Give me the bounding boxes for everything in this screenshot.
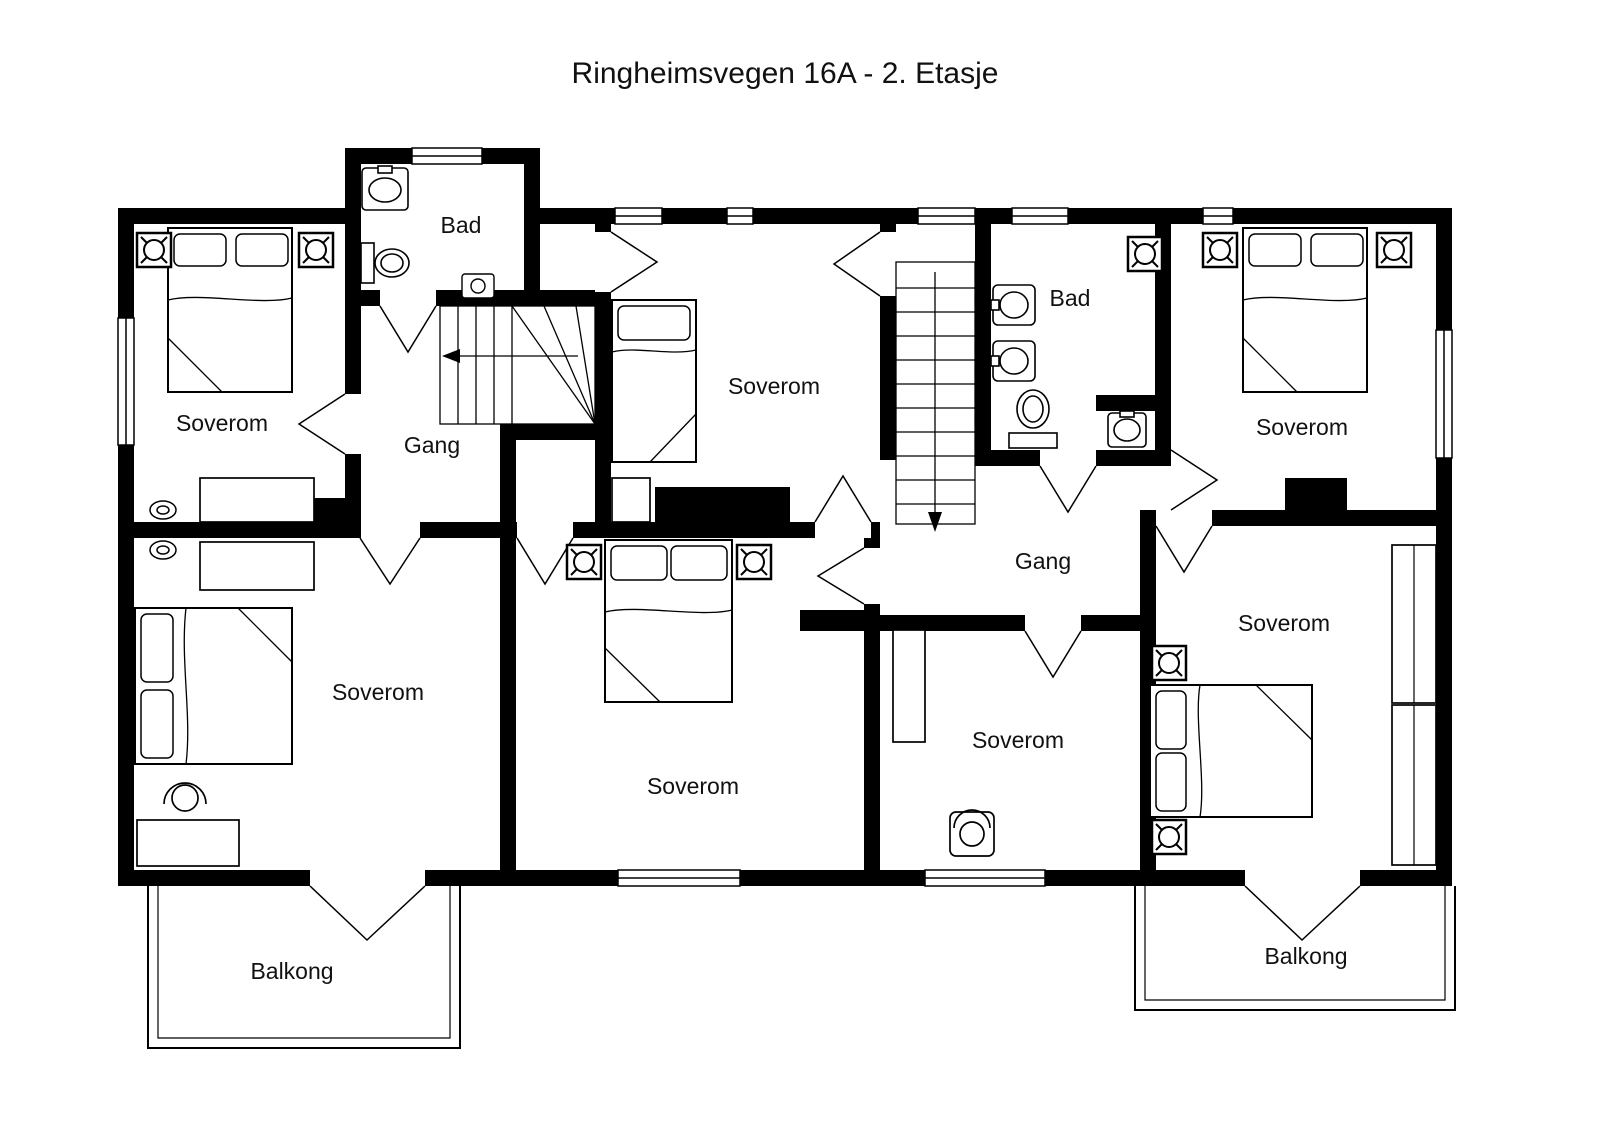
door-swing-icon [359, 537, 421, 586]
spotlight-icon [1126, 235, 1164, 273]
door-openings [310, 232, 1360, 886]
room-label-soverom-top-center: Soverom [728, 373, 820, 399]
desk-icon [136, 819, 240, 867]
chair-icon [949, 809, 995, 857]
wall-lamp-icon [149, 500, 177, 560]
window-icon [614, 207, 663, 225]
window-icon [1435, 329, 1453, 459]
toilet-icon [360, 242, 410, 284]
window-icon [1011, 207, 1069, 225]
walls [118, 148, 1452, 886]
room-label-soverom-top-left: Soverom [176, 410, 268, 436]
door-swing-icon [1155, 525, 1213, 574]
room-label-soverom-bottom-right: Soverom [1238, 610, 1330, 636]
sink-icon [990, 340, 1036, 382]
window-icon [917, 207, 976, 225]
door-swing-icon [1244, 885, 1361, 942]
stairs-icon [439, 305, 596, 425]
spotlight-icon [1201, 231, 1239, 269]
furniture [134, 165, 1437, 867]
sink-icon [1107, 410, 1147, 448]
room-label-balkong-right: Balkong [1264, 943, 1347, 969]
spotlight-icon [297, 231, 335, 269]
door-swing-icon [1024, 630, 1082, 679]
door-swing-icon [379, 305, 437, 354]
room-label-soverom-bottom-mid: Soverom [972, 727, 1064, 753]
room-label-soverom-bottom-center: Soverom [647, 773, 739, 799]
window-icon [411, 147, 483, 165]
door-swing-icon [832, 231, 881, 297]
doors [297, 231, 1361, 942]
window-icon [617, 869, 741, 887]
door-swing-icon [816, 547, 865, 605]
room-labels: Bad Soverom Gang Soverom Bad Soverom Gan… [176, 212, 1348, 984]
sink-icon [361, 165, 409, 211]
bed-icon [1242, 227, 1368, 393]
spotlight-icon [565, 543, 603, 581]
balcony-outline-left [147, 886, 461, 1049]
window-icon [726, 207, 754, 225]
window-icon [924, 869, 1046, 887]
windows [117, 147, 1453, 887]
door-swing-icon [610, 231, 659, 293]
spotlight-icon [1150, 644, 1188, 682]
room-label-gang-right: Gang [1015, 548, 1071, 574]
bed-icon [611, 299, 697, 463]
room-label-bad-right: Bad [1050, 285, 1091, 311]
bed-icon [1149, 684, 1313, 818]
window-icon [117, 317, 135, 446]
door-swing-icon [297, 393, 346, 455]
room-label-gang-left: Gang [404, 432, 460, 458]
spotlight-icon [1150, 818, 1188, 856]
toilet-icon [1008, 389, 1058, 449]
sink-icon [990, 284, 1036, 326]
door-swing-icon [1170, 449, 1219, 511]
room-label-soverom-top-right: Soverom [1256, 414, 1348, 440]
spotlight-icon [735, 543, 773, 581]
window-icon [1202, 207, 1234, 225]
balcony-outline-right [1134, 886, 1456, 1011]
door-swing-icon [516, 537, 574, 586]
bed-icon [134, 607, 293, 765]
room-label-balkong-left: Balkong [250, 958, 333, 984]
spotlight-icon [1375, 231, 1413, 269]
bed-icon [604, 539, 733, 703]
room-label-soverom-bottom-left: Soverom [332, 679, 424, 705]
chair-icon [163, 782, 207, 812]
bed-icon [167, 227, 293, 393]
door-swing-icon [309, 885, 426, 942]
spotlight-icon [135, 231, 173, 269]
door-swing-icon [814, 474, 872, 523]
plan-title: Ringheimsvegen 16A - 2. Etasje [572, 57, 999, 90]
sink-icon [461, 273, 495, 299]
stairs-icon [895, 261, 976, 532]
wardrobe-icon [199, 477, 1437, 866]
room-label-bad-left: Bad [441, 212, 482, 238]
door-swing-icon [1039, 465, 1097, 514]
